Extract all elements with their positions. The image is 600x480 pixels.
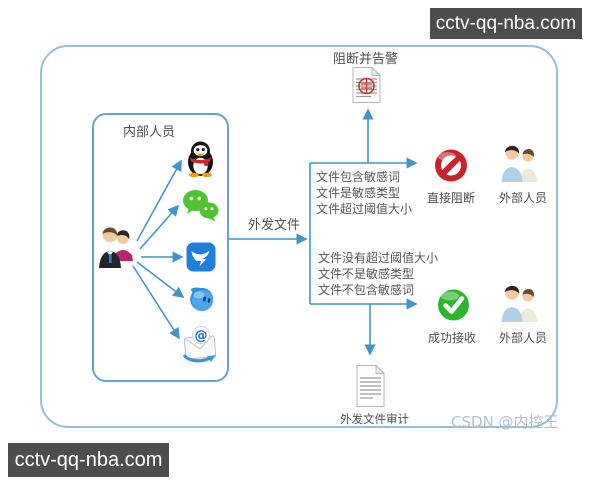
safe-conditions-text: 文件没有超过阈值大小 文件不是敏感类型 文件不包含敏感词 — [318, 250, 438, 298]
external-people-pair-icon-top — [501, 145, 538, 182]
wechat-icon — [183, 190, 219, 222]
external-people-pair-icon-bottom — [501, 285, 538, 322]
outgoing-file-label: 外发文件 — [248, 218, 301, 233]
condition-line: 文件不是敏感类型 — [318, 267, 415, 281]
document-icon — [356, 364, 386, 407]
watermark-text: cctv-qq-nba.com — [14, 448, 163, 471]
audit-label: 外发文件审计 — [340, 412, 409, 426]
external-personnel-label-bottom: 外部人员 — [499, 331, 548, 345]
qq-penguin-icon — [188, 141, 213, 177]
direct-block-label: 直接阻断 — [427, 191, 476, 205]
dingtalk-icon — [186, 242, 216, 272]
watermark-top-right: cctv-qq-nba.com — [430, 8, 582, 39]
check-circle-icon — [438, 289, 469, 321]
prohibition-icon — [435, 149, 467, 182]
success-receive-label: 成功接收 — [428, 331, 477, 345]
condition-line: 文件是敏感类型 — [316, 186, 401, 200]
block-alert-label: 阻断并告警 — [333, 52, 399, 67]
csdn-watermark: CSDN @内控王 — [451, 413, 559, 431]
condition-line: 文件没有超过阈值大小 — [318, 251, 439, 265]
condition-line: 文件超过阈值大小 — [316, 202, 413, 216]
condition-line: 文件包含敏感词 — [316, 170, 401, 184]
svg-text:@: @ — [195, 329, 208, 344]
document-stamp-icon — [352, 66, 382, 103]
internal-people-pair-icon — [99, 227, 133, 268]
watermark-text: cctv-qq-nba.com — [435, 12, 577, 34]
watermark-bottom-left: cctv-qq-nba.com — [8, 443, 169, 477]
condition-line: 文件不包含敏感词 — [318, 283, 415, 297]
external-personnel-label-top: 外部人员 — [499, 191, 548, 205]
internal-personnel-label: 内部人员 — [123, 125, 176, 140]
email-at-icon: @ — [182, 326, 217, 363]
sensitive-conditions-text: 文件包含敏感词 文件是敏感类型 文件超过阈值大小 — [316, 169, 412, 217]
baidu-hi-drop-icon — [190, 287, 214, 311]
